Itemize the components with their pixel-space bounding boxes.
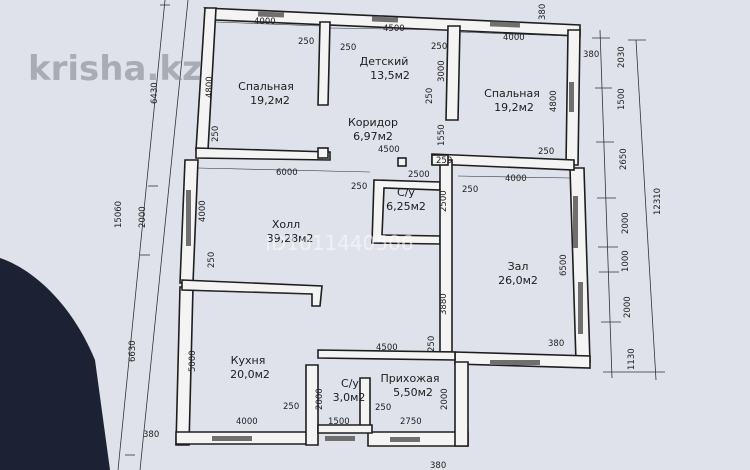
dimension-label: 6500 xyxy=(559,254,569,276)
dimension-label: 380 xyxy=(548,339,564,349)
room-area: 5,50м2 xyxy=(393,386,433,399)
dimension-label: 4000 xyxy=(505,174,527,184)
room-area: 39,28м2 xyxy=(267,232,314,245)
dimension-label: 250 xyxy=(431,42,447,52)
dimension-label: 2000 xyxy=(138,206,148,228)
dimension-label: 4000 xyxy=(198,200,208,222)
dimension-label: 2500 xyxy=(439,190,449,212)
room-area: 19,2м2 xyxy=(250,94,290,107)
room-name: Коридор xyxy=(348,116,398,129)
dimension-label: 380 xyxy=(538,4,548,20)
dimension-label: 6430 xyxy=(150,82,160,104)
dimension-label: 4500 xyxy=(376,343,398,353)
dimension-label: 2750 xyxy=(400,417,422,427)
room-name: Детский xyxy=(360,55,409,68)
dimension-label: 2000 xyxy=(315,388,325,410)
dimension-label: 250 xyxy=(375,403,391,413)
dimension-label: 4500 xyxy=(383,24,405,34)
dimension-label: 6630 xyxy=(128,340,138,362)
room-outlines xyxy=(192,21,571,295)
room-name: Кухня xyxy=(231,354,266,367)
dimension-label: 250 xyxy=(211,126,221,142)
dimension-label: 250 xyxy=(538,147,554,157)
dimension-label: 250 xyxy=(340,43,356,53)
dimension-label: 250 xyxy=(427,336,437,352)
room-area: 6,97м2 xyxy=(353,130,393,143)
dimension-label: 3880 xyxy=(439,293,449,315)
dimension-label: 15060 xyxy=(114,201,124,228)
dimension-label: 380 xyxy=(143,430,159,440)
dimension-label: 1500 xyxy=(617,88,627,110)
photo-shadow xyxy=(0,258,110,470)
dimension-label: 250 xyxy=(425,88,435,104)
room-name: С/у xyxy=(341,377,359,390)
dimension-label: 250 xyxy=(351,182,367,192)
dimension-label: 2650 xyxy=(619,148,629,170)
dimension-label: 5000 xyxy=(188,350,198,372)
dimension-label: 4000 xyxy=(503,33,525,43)
room-name: С/у xyxy=(397,186,415,199)
dimension-label: 2000 xyxy=(621,212,631,234)
room-area: 19,2м2 xyxy=(494,101,534,114)
dimension-label: 250 xyxy=(436,156,452,166)
dimension-label: 4800 xyxy=(549,90,559,112)
room-area: 3,0м2 xyxy=(333,391,366,404)
room-name: Спальная xyxy=(484,87,540,100)
right-dimension-lines xyxy=(592,29,665,381)
dimension-label: 2000 xyxy=(440,388,450,410)
dimension-label: 250 xyxy=(207,252,217,268)
room-name: Прихожая xyxy=(381,372,440,385)
dimension-label: 4800 xyxy=(205,76,215,98)
dimension-label: 2000 xyxy=(623,296,633,318)
room-name: Спальная xyxy=(238,80,294,93)
dimension-label: 1000 xyxy=(621,250,631,272)
dimension-label: 3000 xyxy=(437,60,447,82)
dimension-label: 4500 xyxy=(378,145,400,155)
left-dimension-lines xyxy=(117,0,189,470)
dimension-label: 4000 xyxy=(254,17,276,27)
room-name: Зал xyxy=(508,260,529,273)
dimension-label: 2030 xyxy=(617,46,627,68)
dimension-label: 6000 xyxy=(276,168,298,178)
room-area: 6,25м2 xyxy=(386,200,426,213)
windows xyxy=(186,11,583,442)
dimension-label: 1500 xyxy=(328,417,350,427)
dimension-label: 1550 xyxy=(437,124,447,146)
dimension-label: 1130 xyxy=(627,348,637,370)
dimension-label: 250 xyxy=(298,37,314,47)
listing-id-watermark: ID1011440506 xyxy=(265,231,414,255)
room-area: 26,0м2 xyxy=(498,274,538,287)
dimension-label: 250 xyxy=(462,185,478,195)
dimension-label: 2500 xyxy=(408,170,430,180)
krisha-watermark: krisha.kz xyxy=(28,49,202,89)
dimension-label: 4000 xyxy=(236,417,258,427)
dimension-label: 250 xyxy=(283,402,299,412)
room-area: 13,5м2 xyxy=(370,69,410,82)
dimension-label: 380 xyxy=(583,50,599,60)
room-name: Холл xyxy=(272,218,300,231)
dimension-label: 12310 xyxy=(653,188,663,215)
dimension-label: 380 xyxy=(430,461,446,470)
watermarks: krisha.kz ID1011440506 xyxy=(28,49,414,255)
room-area: 20,0м2 xyxy=(230,368,270,381)
room-labels: Спальная 19,2м2 Детский 13,5м2 Спальная … xyxy=(230,55,540,404)
dimension-labels: 4000 4500 4000 380 380 250 250 250 4800 … xyxy=(114,4,663,470)
